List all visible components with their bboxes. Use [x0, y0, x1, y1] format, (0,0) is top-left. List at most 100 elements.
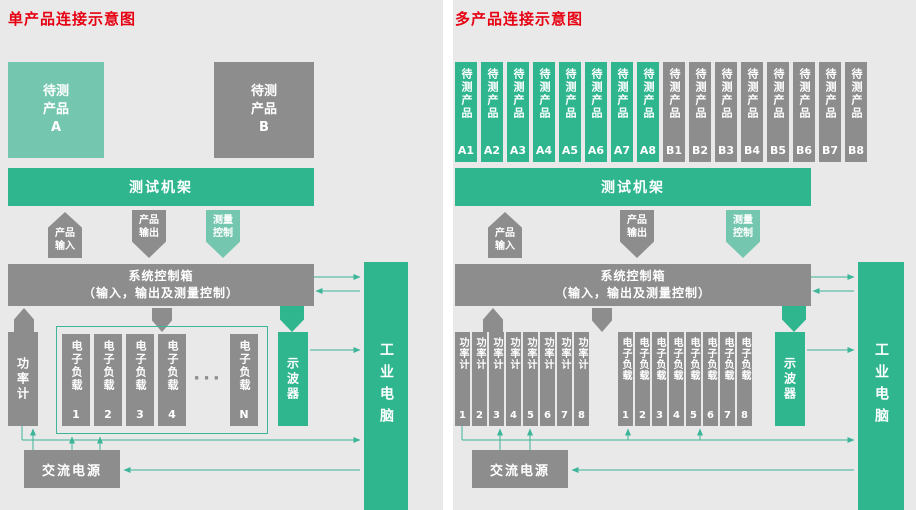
electronic-load-box: 电子负载 1: [618, 332, 633, 426]
product-id: A4: [535, 144, 553, 157]
product-output-label: 产品 输出: [627, 215, 647, 239]
system-control-box: 系统控制箱 （输入，输出及测量控制）: [8, 264, 314, 306]
electronic-load-box: 电子负载 2: [94, 334, 122, 426]
product-label: 待测产品: [824, 68, 837, 120]
loads-ellipsis: ···: [193, 368, 223, 389]
electronic-load-box: 电子负载 6: [703, 332, 718, 426]
product-id: B3: [717, 144, 735, 157]
product-under-test-box: 待测产品 B2: [689, 62, 711, 162]
product-id: B6: [795, 144, 813, 157]
loads-row: 电子负载 1 电子负载 2 电子负载 3 电子负载 4: [62, 334, 186, 426]
power-meter-label: 功率计: [525, 337, 536, 370]
product-output-arrow: 产品 输出: [620, 210, 654, 258]
power-meter-box: 功率计 5: [523, 332, 538, 426]
test-rack-bar: 测试机架: [8, 168, 314, 206]
product-under-test-box: 待测产品 B5: [767, 62, 789, 162]
power-meter-box: 功率计: [8, 332, 38, 426]
oscilloscope-label: 示波器: [782, 356, 797, 402]
load-id: 2: [104, 408, 112, 421]
power-meter-id: 3: [493, 410, 500, 421]
load-id: 8: [741, 410, 748, 421]
industrial-computer-box: 工业电脑: [364, 262, 408, 510]
power-meter-label: 功率计: [15, 356, 30, 402]
power-meter-box: 功率计 3: [489, 332, 504, 426]
left-diagram-title: 单产品连接示意图: [8, 10, 137, 28]
product-label: 待测产品: [694, 68, 707, 120]
power-meter-label: 功率计: [457, 337, 468, 370]
electronic-load-box: 电子负载 2: [635, 332, 650, 426]
product-under-test-box: 待测产品 A5: [559, 62, 581, 162]
power-meter-box: 功率计 8: [574, 332, 589, 426]
product-input-arrow: 产品 输入: [488, 212, 522, 258]
measure-flow-arrow-icon: [782, 306, 806, 332]
load-label: 电子负载: [166, 340, 179, 392]
product-under-test-box: 待测产品 A2: [481, 62, 503, 162]
product-label: 待测产品: [720, 68, 733, 120]
electronic-load-box: 电子负载 7: [720, 332, 735, 426]
electronic-load-box: 电子负载 3: [652, 332, 667, 426]
power-meter-label: 功率计: [508, 337, 519, 370]
load-id: 7: [724, 410, 731, 421]
load-label: 电子负载: [620, 337, 631, 381]
load-id: 3: [136, 408, 144, 421]
power-meter-box: 功率计 6: [540, 332, 555, 426]
oscilloscope-box: 示波器: [278, 332, 308, 426]
load-id: 3: [656, 410, 663, 421]
load-label: 电子负载: [705, 337, 716, 381]
product-id: A7: [613, 144, 631, 157]
product-id: A8: [639, 144, 657, 157]
product-id: A2: [483, 144, 501, 157]
electronic-load-box: 电子负载 4: [669, 332, 684, 426]
system-control-box: 系统控制箱 （输入，输出及测量控制）: [455, 264, 811, 306]
ac-source-box: 交流电源: [24, 450, 120, 488]
industrial-computer-label: 工业电脑: [873, 342, 889, 430]
product-id: A6: [587, 144, 605, 157]
product-id: B8: [847, 144, 865, 157]
power-meter-id: 5: [527, 410, 534, 421]
load-id: 1: [72, 408, 80, 421]
load-label: 电子负载: [671, 337, 682, 381]
electronic-load-box: 电子负载 1: [62, 334, 90, 426]
load-label: 电子负载: [688, 337, 699, 381]
power-meter-id: 4: [510, 410, 517, 421]
product-under-test-box: 待测产品 B1: [663, 62, 685, 162]
product-under-test-box: 待测产品 A3: [507, 62, 529, 162]
power-meter-label: 功率计: [491, 337, 502, 370]
load-id: 6: [707, 410, 714, 421]
product-a-box: 待测 产品 A: [8, 62, 104, 158]
product-label: 待测产品: [746, 68, 759, 120]
product-id: B7: [821, 144, 839, 157]
load-id: 2: [639, 410, 646, 421]
power-meter-id: 8: [578, 410, 585, 421]
product-input-label: 产品 输入: [55, 228, 75, 252]
product-label: 待测产品: [668, 68, 681, 120]
load-id: 4: [673, 410, 680, 421]
product-input-arrow: 产品 输入: [48, 212, 82, 258]
product-label: 待测产品: [538, 68, 551, 120]
loads-group-border: [56, 326, 268, 434]
power-meter-label: 功率计: [576, 337, 587, 370]
power-meter-id: 2: [476, 410, 483, 421]
load-label: 电子负载: [102, 340, 115, 392]
product-b-box: 待测 产品 B: [214, 62, 314, 158]
power-meter-id: 1: [459, 410, 466, 421]
measure-control-label: 测量 控制: [733, 215, 753, 239]
products-b-row: 待测产品 B1 待测产品 B2 待测产品 B3 待测产品 B4 待测产品 B5 …: [663, 62, 867, 162]
panel-divider: [443, 0, 453, 510]
product-under-test-box: 待测产品 A1: [455, 62, 477, 162]
product-label: 待测产品: [642, 68, 655, 120]
up-flow-arrow-icon: [483, 308, 503, 332]
product-output-arrow: 产品 输出: [132, 210, 166, 258]
product-label: 待测产品: [616, 68, 629, 120]
products-a-row: 待测产品 A1 待测产品 A2 待测产品 A3 待测产品 A4 待测产品 A5 …: [455, 62, 659, 162]
electronic-load-box: 电子负载 8: [737, 332, 752, 426]
loads-row: 电子负载 1 电子负载 2 电子负载 3 电子负载 4 电子负载 5 电子负载 …: [618, 332, 752, 426]
product-id: A3: [509, 144, 527, 157]
load-label: 电子负载: [739, 337, 750, 381]
product-under-test-box: 待测产品 B8: [845, 62, 867, 162]
product-label: 待测产品: [460, 68, 473, 120]
product-output-label: 产品 输出: [139, 215, 159, 239]
measure-flow-arrow-icon: [280, 306, 304, 332]
product-id: A1: [457, 144, 475, 157]
